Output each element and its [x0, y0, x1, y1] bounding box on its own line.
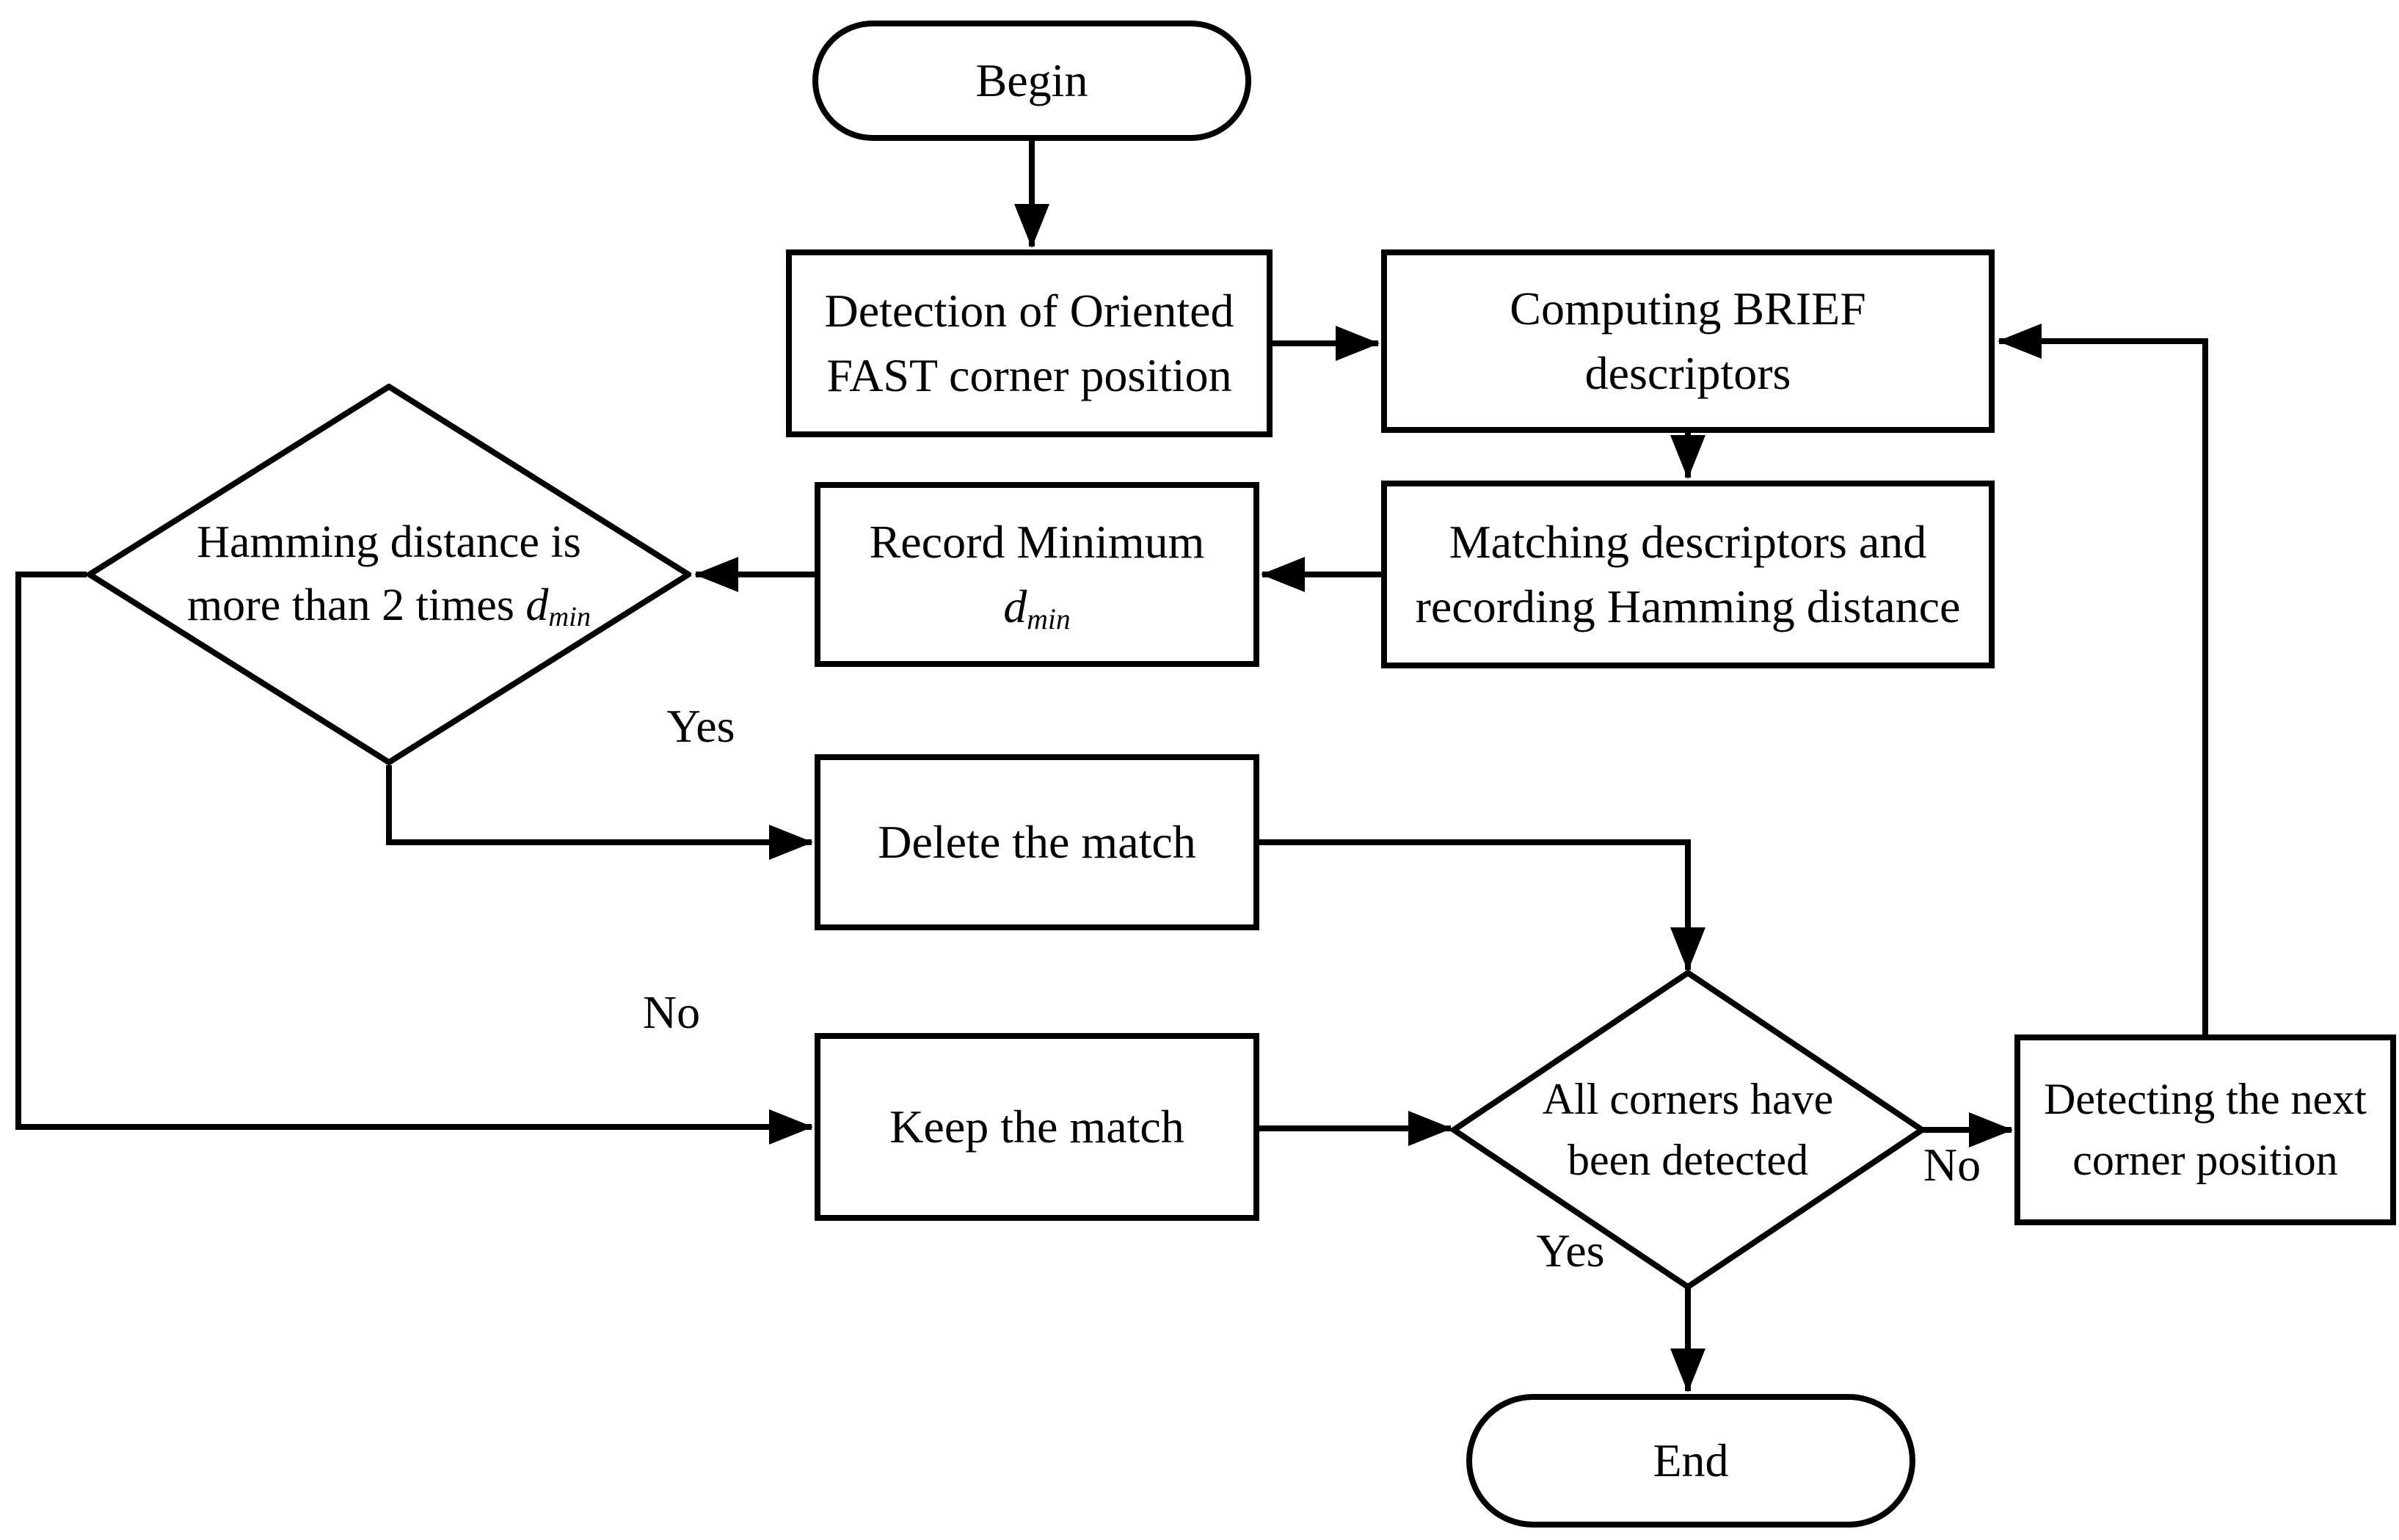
d-subscript: min — [548, 602, 591, 633]
compute-brief-line2: descriptors — [1584, 347, 1791, 399]
edge-delete-to-corners — [1259, 839, 1705, 971]
compute-brief-line1: Computing BRIEF — [1510, 282, 1866, 335]
diamond-shape — [87, 384, 691, 765]
detect-fast-line1: Detection of Oriented — [824, 284, 1234, 337]
diamond-shape — [1451, 970, 1925, 1290]
record-minimum-line1: Record Minimum — [869, 515, 1205, 568]
corners-no-label: No — [1923, 1139, 1981, 1191]
delete-match-node: Delete the match — [815, 754, 1259, 930]
edge-hamming-no-to-keep — [15, 572, 813, 1145]
d-symbol: d — [1003, 580, 1027, 632]
begin-label: Begin — [975, 54, 1088, 106]
all-corners-line2: been detected — [1567, 1136, 1809, 1184]
end-node: End — [1466, 1394, 1915, 1528]
match-descriptors-node: Matching descriptors and recording Hammi… — [1381, 481, 1995, 668]
keep-match-label: Keep the match — [889, 1100, 1184, 1153]
hamming-decision-line1: Hamming distance is — [197, 517, 581, 568]
next-corner-line1: Detecting the next — [2044, 1075, 2367, 1124]
d-subscript: min — [1027, 602, 1071, 635]
edge-hamming-yes-to-delete — [386, 765, 813, 860]
compute-brief-node: Computing BRIEF descriptors — [1381, 249, 1995, 433]
next-corner-node: Detecting the next corner position — [2014, 1034, 2396, 1225]
end-label: End — [1653, 1434, 1729, 1486]
delete-match-label: Delete the match — [878, 815, 1196, 868]
d-symbol: d — [525, 580, 549, 630]
next-corner-line2: corner position — [2072, 1136, 2338, 1184]
begin-node: Begin — [812, 21, 1251, 141]
hamming-decision-line2: more than 2 times dmin — [186, 580, 591, 633]
edge-next-feedback-to-compute — [1998, 324, 2208, 1034]
hamming-no-label: No — [642, 986, 701, 1038]
record-minimum-line2: dmin — [1003, 574, 1071, 639]
record-minimum-node: Record Minimum dmin — [815, 482, 1259, 667]
all-corners-decision-node: All corners have been detected — [1451, 970, 1925, 1290]
corners-yes-label: Yes — [1536, 1225, 1605, 1277]
match-descriptors-line2: recording Hamming distance — [1415, 580, 1961, 632]
hamming-decision-node: Hamming distance is more than 2 times dm… — [87, 384, 691, 765]
hamming-yes-label: Yes — [666, 700, 735, 752]
keep-match-node: Keep the match — [815, 1033, 1259, 1221]
detect-fast-node: Detection of Oriented FAST corner positi… — [786, 249, 1273, 437]
detect-fast-line2: FAST corner position — [826, 349, 1232, 401]
all-corners-line1: All corners have — [1542, 1075, 1834, 1124]
match-descriptors-line1: Matching descriptors and — [1449, 515, 1927, 568]
